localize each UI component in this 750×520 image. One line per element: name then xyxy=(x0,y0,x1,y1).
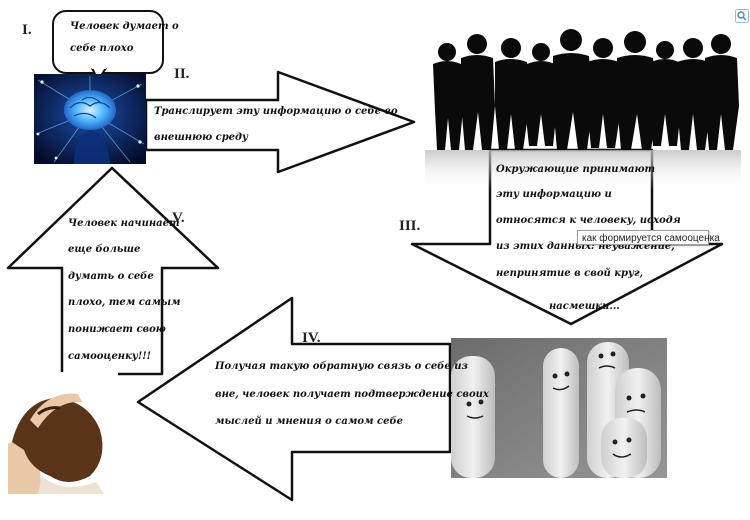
step-3-text-line-2: эту информацию и xyxy=(496,189,612,200)
man-image xyxy=(8,372,118,494)
step-2-text-line-2: внешнюю среду xyxy=(154,132,248,143)
step-4-text-line-2: вне, человек получает подтверждение свои… xyxy=(215,389,489,400)
finger-faces-image xyxy=(451,338,667,478)
step-3-text-line-3: относятся к человеку, исходя xyxy=(496,215,681,226)
step-2-text-line-1: Транслирует эту информацию о себе во xyxy=(154,106,398,117)
step-4-numeral: IV. xyxy=(302,330,321,346)
step-3-text-line-1: Окружающие принимают xyxy=(496,164,656,175)
step-4-text-line-3: мыслей и мнения о самом себе xyxy=(215,416,404,427)
step-5-text-line-2: еще больше xyxy=(68,244,141,255)
step-2-numeral: II. xyxy=(174,66,190,82)
arrow-step-2 xyxy=(144,70,416,174)
zoom-icon[interactable] xyxy=(735,9,749,23)
thought-bubble xyxy=(52,10,164,74)
step-1-numeral: I. xyxy=(22,22,32,38)
step-3-numeral: III. xyxy=(399,218,421,234)
arrow-step-5 xyxy=(6,166,220,376)
arrow-step-4 xyxy=(136,296,452,502)
step-5-text-line-3: думать о себе xyxy=(68,271,154,282)
step-3-text-line-6: насмешки... xyxy=(549,301,620,312)
step-1-text-line-2: себе плохо xyxy=(70,43,134,54)
step-5-text-line-5: понижает свою xyxy=(68,324,166,335)
step-1-text-line-1: Человек думает о xyxy=(70,21,179,32)
step-3-text-line-5: непринятие в свой круг, xyxy=(496,268,644,279)
image-tooltip: как формируется самооценка xyxy=(577,230,720,245)
brain-image xyxy=(34,74,146,164)
step-4-text-line-1: Получая такую обратную связь о себе из xyxy=(215,361,468,372)
step-3-text-line-4: из этих данных: неуважение, xyxy=(496,241,675,252)
step-5-text-line-4: плохо, тем самым xyxy=(68,297,181,308)
step-5-numeral: V. xyxy=(172,210,185,226)
step-5-text-line-6: самооценку!!! xyxy=(68,351,152,362)
step-5-text-line-1: Человек начинает xyxy=(68,218,180,229)
crowd-image xyxy=(425,29,741,190)
